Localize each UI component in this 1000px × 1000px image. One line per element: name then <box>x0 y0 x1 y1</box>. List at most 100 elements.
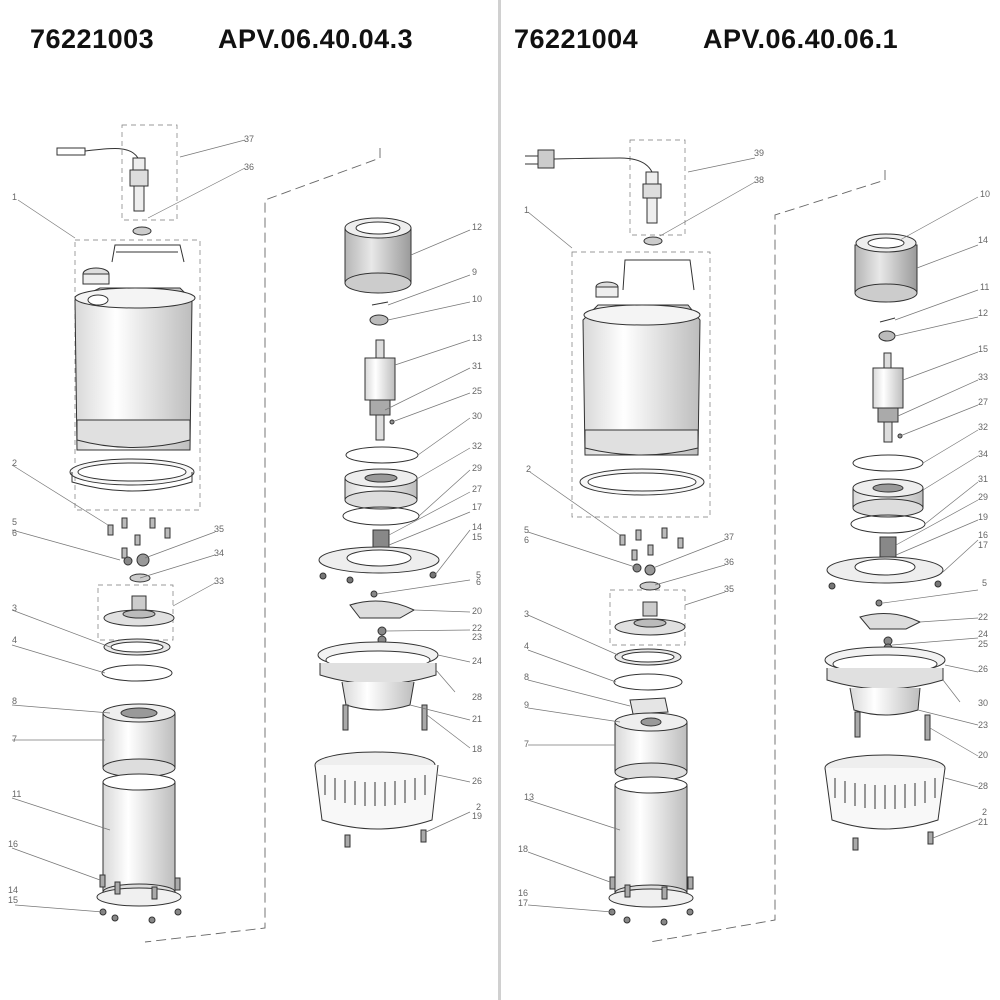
label-r19: 19 <box>978 512 988 522</box>
label-r37: 37 <box>724 532 734 542</box>
label-6: 6 <box>12 528 17 538</box>
label-19: 19 <box>472 811 482 821</box>
label-r5b: 5 <box>982 578 987 588</box>
label-4: 4 <box>12 635 17 645</box>
label-r24: 24 <box>978 629 988 639</box>
label-r23: 23 <box>978 720 988 730</box>
pump-body-23-r <box>824 646 946 716</box>
label-r38: 38 <box>754 175 764 185</box>
label-r29: 29 <box>978 492 988 502</box>
label-2b: 2 <box>476 802 481 812</box>
label-23: 23 <box>472 632 482 642</box>
label-9: 9 <box>472 267 477 277</box>
label-26: 26 <box>472 776 482 786</box>
strainer-26 <box>314 751 439 830</box>
label-r20: 20 <box>978 750 988 760</box>
label-r25: 25 <box>978 639 988 649</box>
label-14: 14 <box>8 885 18 895</box>
flange-17 <box>318 546 440 584</box>
label-r33: 33 <box>978 372 988 382</box>
screws-2 <box>107 517 171 559</box>
rotor-15-r <box>872 352 904 443</box>
label-12: 12 <box>472 222 482 232</box>
label-22: 22 <box>472 623 482 633</box>
seal-cover-35 <box>614 601 686 636</box>
label-6b: 6 <box>476 577 481 587</box>
label-8: 8 <box>12 696 17 706</box>
motor-cap-14-r <box>854 233 918 303</box>
label-r7: 7 <box>524 739 529 749</box>
label-r21: 21 <box>978 817 988 827</box>
right-model-number: APV.06.40.06.1 <box>703 24 899 54</box>
label-r3: 3 <box>524 609 529 619</box>
label-r2: 2 <box>526 464 531 474</box>
cable-gland-37 <box>56 147 149 212</box>
label-r16b: 16 <box>978 530 988 540</box>
label-r8: 8 <box>524 672 529 682</box>
label-29: 29 <box>472 463 482 473</box>
label-r32: 32 <box>978 422 988 432</box>
label-30: 30 <box>472 411 482 421</box>
label-r17: 17 <box>518 898 528 908</box>
label-r35: 35 <box>724 584 734 594</box>
label-17: 17 <box>472 502 482 512</box>
label-5: 5 <box>12 517 17 527</box>
label-14b: 14 <box>472 522 482 532</box>
label-r2b: 2 <box>982 807 987 817</box>
label-32: 32 <box>472 441 482 451</box>
label-35: 35 <box>214 524 224 534</box>
motor-housing-1-r <box>579 259 705 496</box>
left-model-number: APV.06.40.04.3 <box>218 24 414 54</box>
motor-housing-1 <box>69 244 196 492</box>
right-diagram: 39 38 1 2 5 6 37 36 35 3 4 8 9 7 13 18 1… <box>518 139 990 943</box>
rotor-13 <box>364 339 396 441</box>
label-r30: 30 <box>978 698 988 708</box>
label-11: 11 <box>12 789 21 799</box>
strainer-28-r <box>824 754 946 830</box>
pump-body-21 <box>317 641 439 711</box>
pump-casing-13-r <box>608 776 694 908</box>
label-25: 25 <box>472 386 482 396</box>
label-34: 34 <box>214 548 224 558</box>
label-7: 7 <box>12 734 17 744</box>
label-r39: 39 <box>754 148 764 158</box>
label-2: 2 <box>12 458 17 468</box>
label-20: 20 <box>472 606 482 616</box>
left-part-number: 76221003 <box>30 24 155 54</box>
label-r22: 22 <box>978 612 988 622</box>
label-r15: 15 <box>978 344 988 354</box>
impeller-20 <box>349 600 416 619</box>
label-3: 3 <box>12 603 17 613</box>
label-31: 31 <box>472 361 482 371</box>
label-r16: 16 <box>518 888 528 898</box>
label-r1: 1 <box>524 205 529 215</box>
cable-plug-39 <box>525 149 662 224</box>
label-13: 13 <box>472 333 482 343</box>
label-r17b: 17 <box>978 540 988 550</box>
stator-7 <box>102 703 176 778</box>
bearing-housing-32 <box>344 468 418 510</box>
label-36: 36 <box>244 162 254 172</box>
motor-cap-12 <box>344 217 412 294</box>
label-r4: 4 <box>524 641 529 651</box>
bearing-housing-34-r <box>852 478 924 518</box>
label-r11: 11 <box>980 282 989 292</box>
label-r27: 27 <box>978 397 988 407</box>
right-part-number: 76221004 <box>514 24 639 54</box>
label-r9: 9 <box>524 700 529 710</box>
label-37: 37 <box>244 134 254 144</box>
label-r14: 14 <box>978 235 988 245</box>
left-diagram: 37 36 1 2 5 6 35 34 33 3 4 8 7 11 16 14 … <box>8 124 482 943</box>
flange-19-r <box>826 556 944 590</box>
screws-2-r <box>619 527 684 561</box>
label-5b: 5 <box>476 570 481 580</box>
label-16: 16 <box>8 839 18 849</box>
label-21: 21 <box>472 714 482 724</box>
label-15b: 15 <box>472 532 482 542</box>
seal-cover-33 <box>103 595 175 627</box>
label-r18: 18 <box>518 844 528 854</box>
label-r5: 5 <box>524 525 529 535</box>
label-r6: 6 <box>524 535 529 545</box>
label-18: 18 <box>472 744 482 754</box>
stator-7-r <box>614 712 688 782</box>
